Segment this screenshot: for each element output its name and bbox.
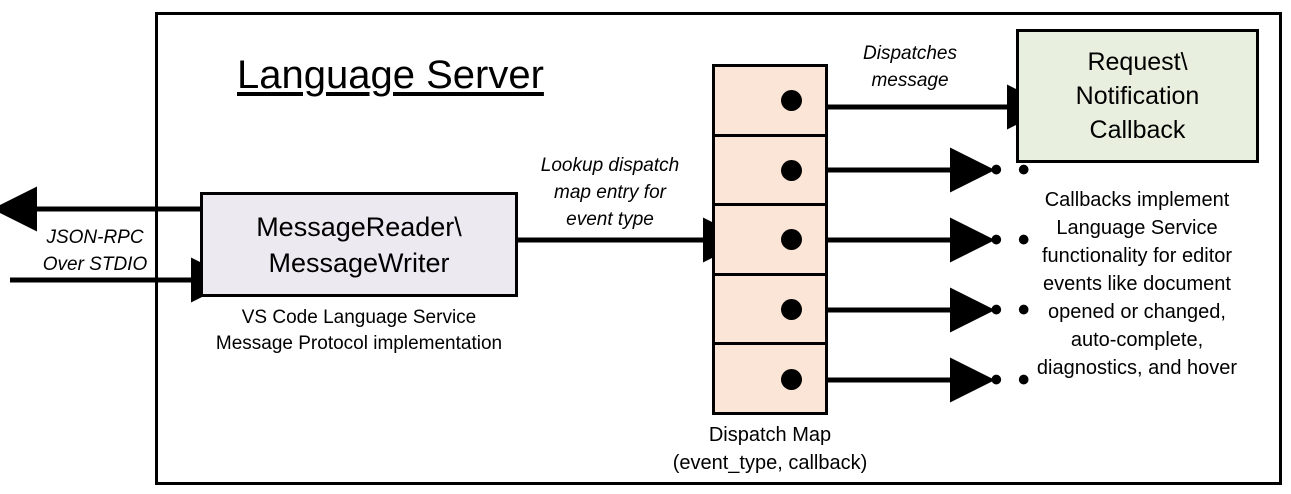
edge-label-dispatches: Dispatches message [863, 43, 957, 91]
dispatch-map-row[interactable] [715, 345, 825, 412]
page-title: Language Server [237, 53, 544, 97]
dispatch-map-row[interactable] [715, 136, 825, 207]
callback-description: Callbacks implement Language Service fun… [1036, 189, 1238, 379]
dispatch-entry-dot-icon [781, 90, 802, 112]
dispatch-entry-dot-icon [781, 159, 802, 181]
message-reader-writer-label: MessageReader\ MessageWriter [256, 211, 462, 278]
dispatch-map-row[interactable] [715, 206, 825, 276]
request-notification-callback-label: Request\ Notification Callback [1075, 48, 1200, 144]
dispatch-entry-dot-icon [781, 368, 802, 390]
message-reader-writer-box[interactable]: MessageReader\ MessageWriter [200, 192, 518, 297]
dispatch-map-row[interactable] [715, 275, 825, 346]
message-reader-writer-caption: VS Code Language Service Message Protoco… [215, 307, 503, 354]
ellipsis-row-2: • • • [963, 151, 1033, 189]
dispatch-entry-dot-icon [781, 299, 802, 321]
dispatch-map-row[interactable] [715, 67, 825, 137]
edge-label-lookup: Lookup dispatch map entry for event type [540, 155, 680, 230]
dispatch-map-table[interactable] [712, 64, 828, 415]
dispatch-entry-dot-icon [781, 229, 802, 251]
dispatch-map-caption: Dispatch Map (event_type, callback) [672, 424, 868, 474]
edge-label-jsonrpc: JSON-RPC Over STDIO [42, 227, 148, 275]
request-notification-callback-box[interactable]: Request\ Notification Callback [1016, 29, 1259, 163]
language-server-boundary [155, 12, 1282, 485]
